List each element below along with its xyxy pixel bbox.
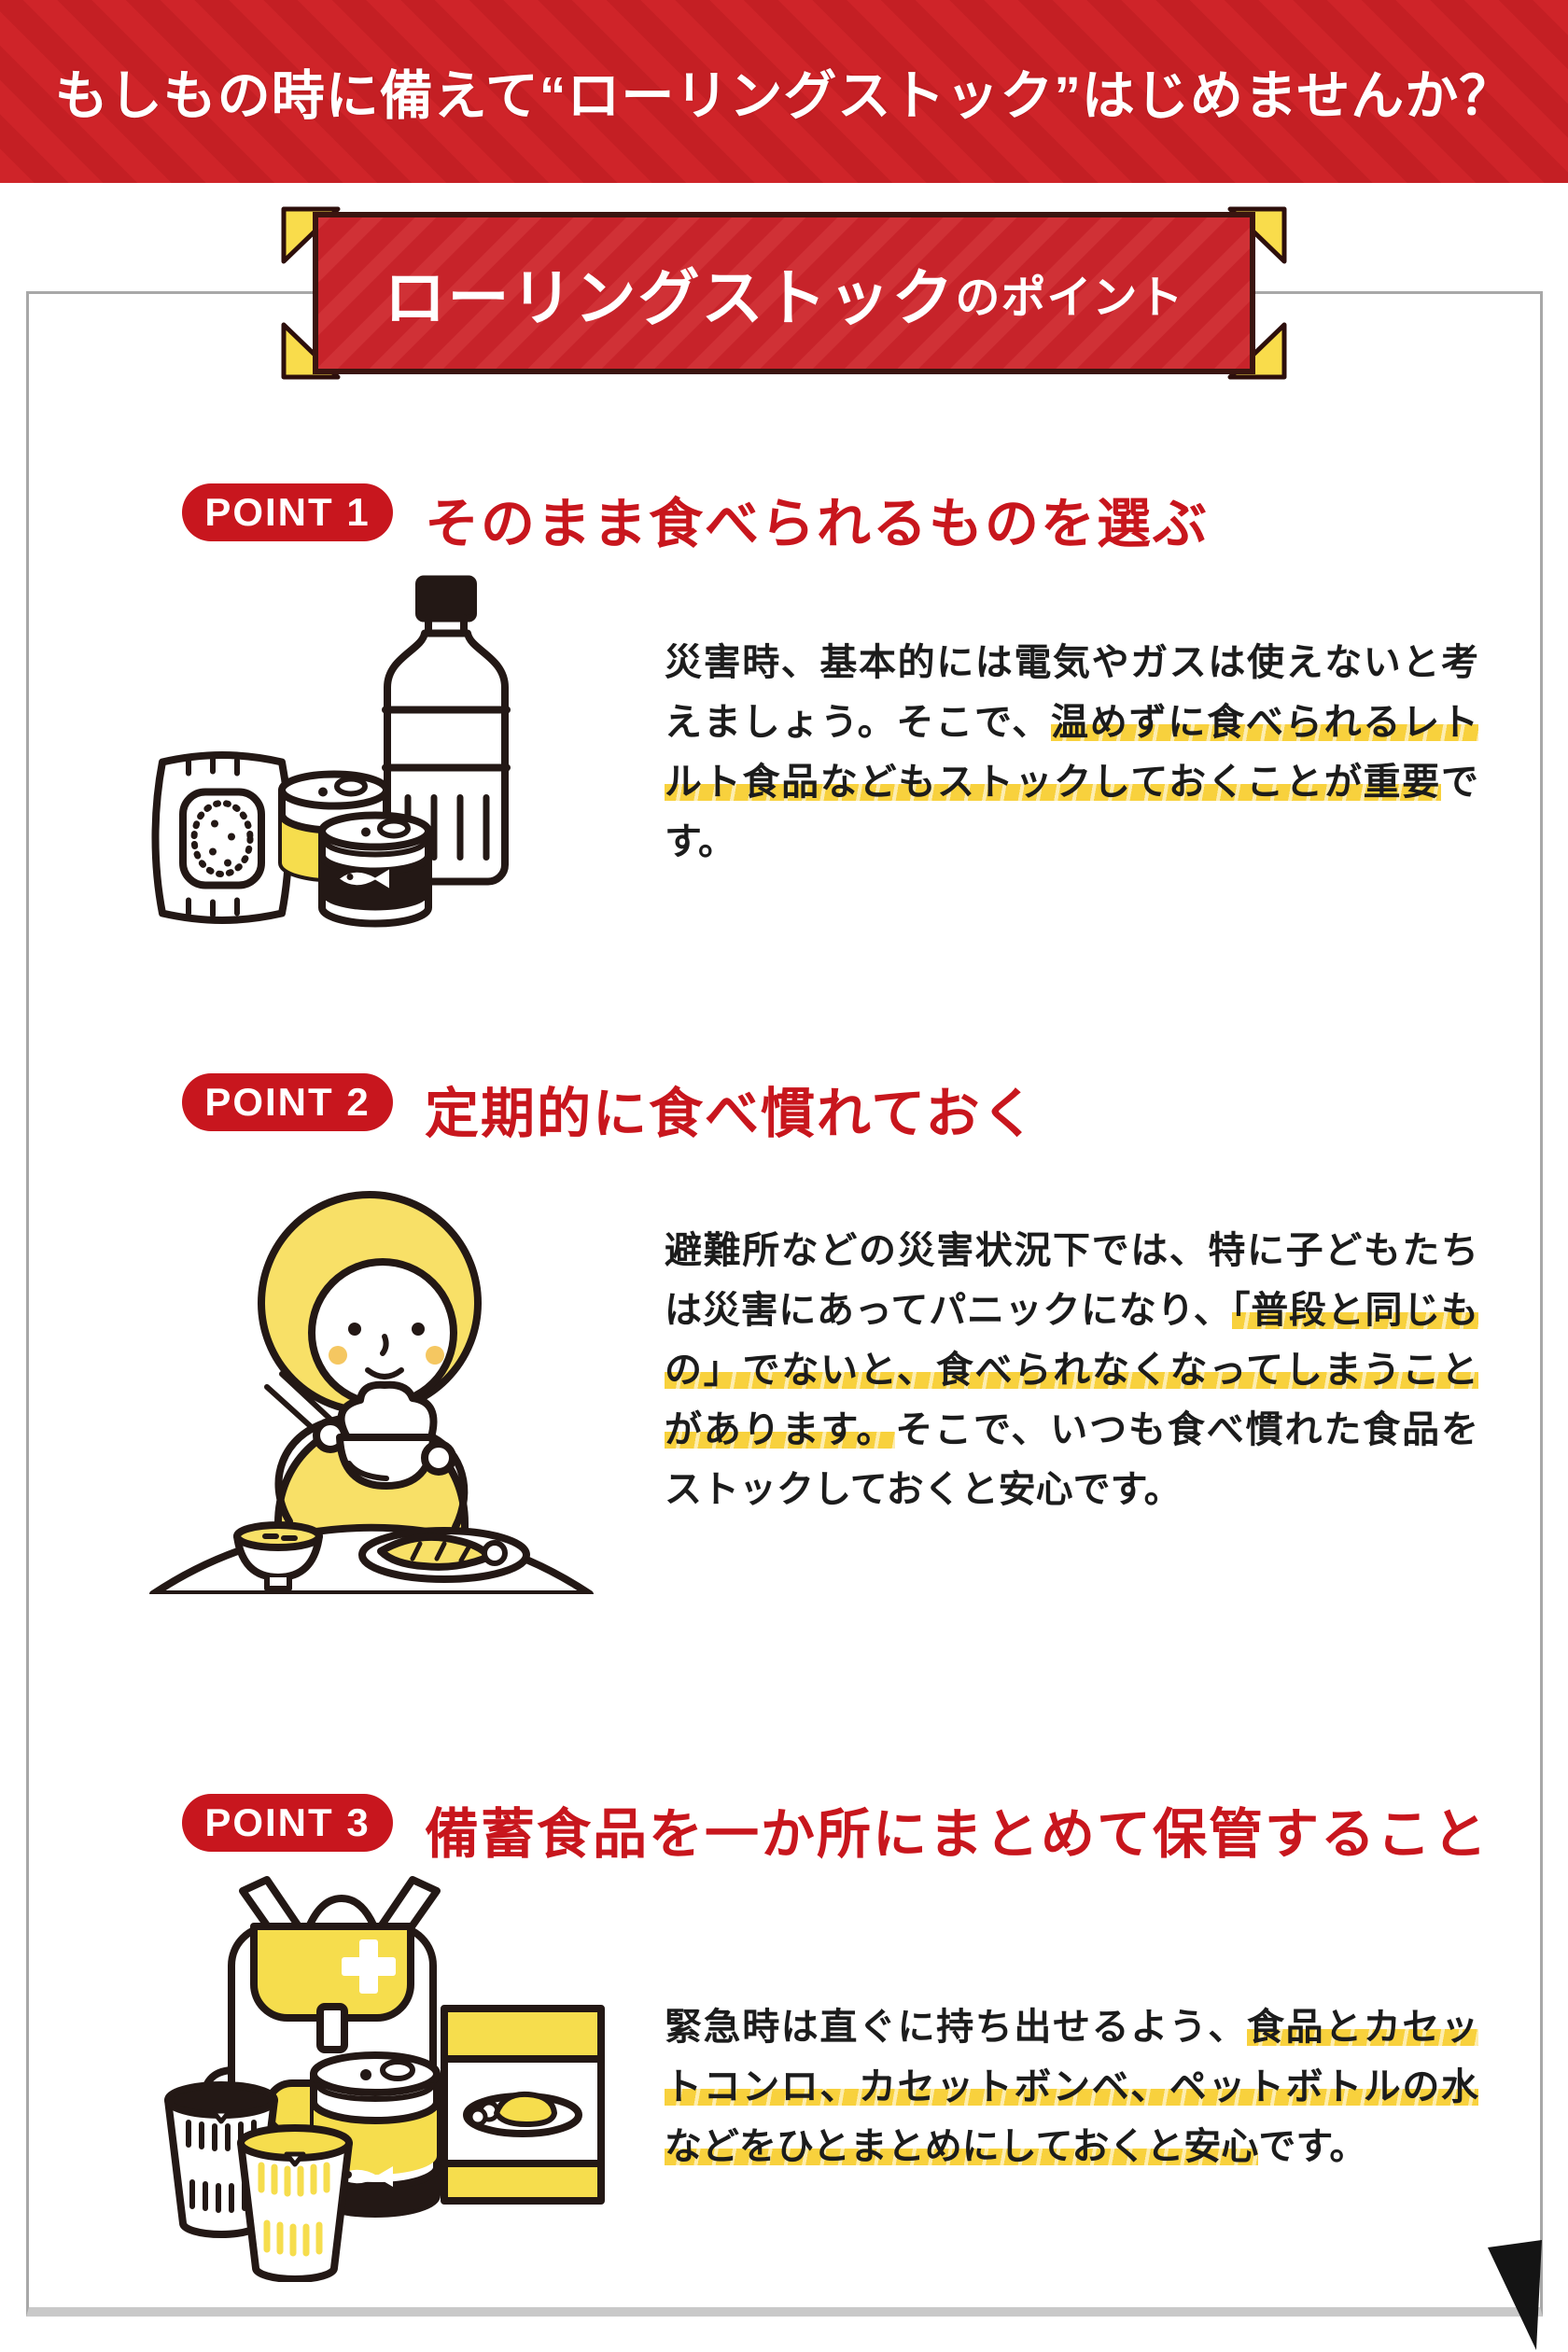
- point-2-text: 避難所などの災害状況下では、特に子どもたちは災害にあってパニックになり、「普段と…: [665, 1230, 1479, 1510]
- ribbon-graphic: [281, 206, 1287, 380]
- illustration-emergency-kit: [131, 1867, 616, 2282]
- soup-bowl-icon: [233, 1521, 323, 1591]
- point-1-heading: そのまま食べられるものを選ぶ: [425, 494, 1210, 554]
- rice-bowl-icon: [336, 1380, 456, 1490]
- point-2-badge: POINT 2: [182, 1073, 393, 1131]
- illustration-bottled-water-cans-pouch: [140, 567, 616, 936]
- page-corner-fold-icon: [1488, 2240, 1544, 2352]
- first-aid-cross-icon: [342, 1939, 396, 1994]
- top-banner: もしもの時に備えて“ローリングストック”はじめませんか？: [0, 0, 1568, 183]
- illustration-person-eating: [147, 1146, 595, 1594]
- ribbon-title: ローリングストックのポイント: [274, 215, 1294, 371]
- point-2-heading: 定期的に食べ慣れておく: [425, 1084, 1038, 1144]
- page-title: もしもの時に備えて“ローリングストック”はじめませんか？: [54, 66, 1514, 126]
- point-3-badge: POINT 3: [182, 1794, 393, 1852]
- point-3-heading: 備蓄食品を一か所にまとめて保管すること: [425, 1804, 1490, 1865]
- retort-curry-box-icon: [441, 2005, 605, 2205]
- point-3-text: 緊急時は直ぐに持ち出せるよう、食品とカセットコンロ、カセットボンベ、ペットボトル…: [665, 2007, 1478, 2167]
- ribbon-title-banner: ローリングストックのポイント: [274, 200, 1294, 386]
- ribbon-title-sub: のポイント: [955, 273, 1184, 323]
- cup-noodle-yellow-icon: [237, 2124, 353, 2282]
- point-1-badge: POINT 1: [182, 483, 393, 541]
- pouch-food-dots: [209, 819, 235, 867]
- fish-can-icon: [318, 811, 432, 928]
- retort-pouch-icon: [151, 751, 293, 924]
- ribbon-title-main: ローリングストック: [384, 263, 956, 332]
- point-1-text: 災害時、基本的には電気やガスは使えないと考えましょう。そこで、温めずに食べられる…: [665, 642, 1478, 862]
- fish-plate-icon: [358, 1527, 530, 1583]
